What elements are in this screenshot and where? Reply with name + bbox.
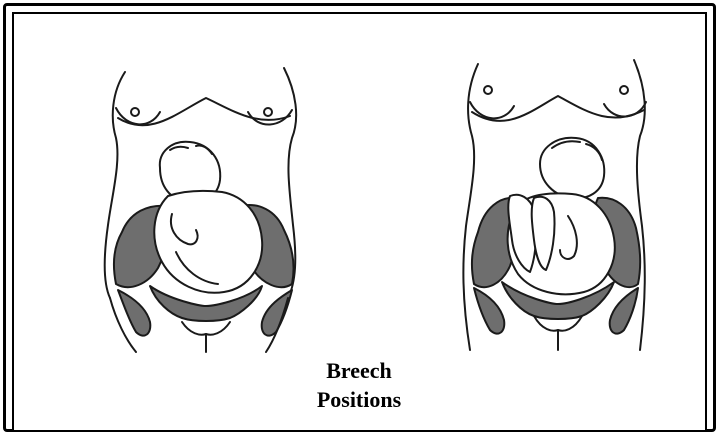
nipple-left (484, 86, 492, 94)
nipple-right (620, 86, 628, 94)
breast-right (604, 102, 646, 117)
nipple-right (264, 108, 272, 116)
caption: Breech Positions (259, 356, 459, 414)
hip-joint-left (118, 290, 150, 336)
hip-joint-left (474, 288, 504, 334)
hip-joint-right (610, 288, 638, 334)
baby-body (154, 191, 262, 293)
breech-figure-right (463, 60, 646, 350)
torso-outline (463, 64, 478, 350)
caption-line-2: Positions (259, 385, 459, 414)
breast-right (248, 110, 292, 125)
caption-line-1: Breech (259, 356, 459, 385)
torso-outline-right (634, 60, 645, 350)
groin-line (182, 322, 230, 335)
breech-figure-left (105, 68, 296, 352)
nipple-left (131, 108, 139, 116)
breast-left (470, 102, 514, 118)
